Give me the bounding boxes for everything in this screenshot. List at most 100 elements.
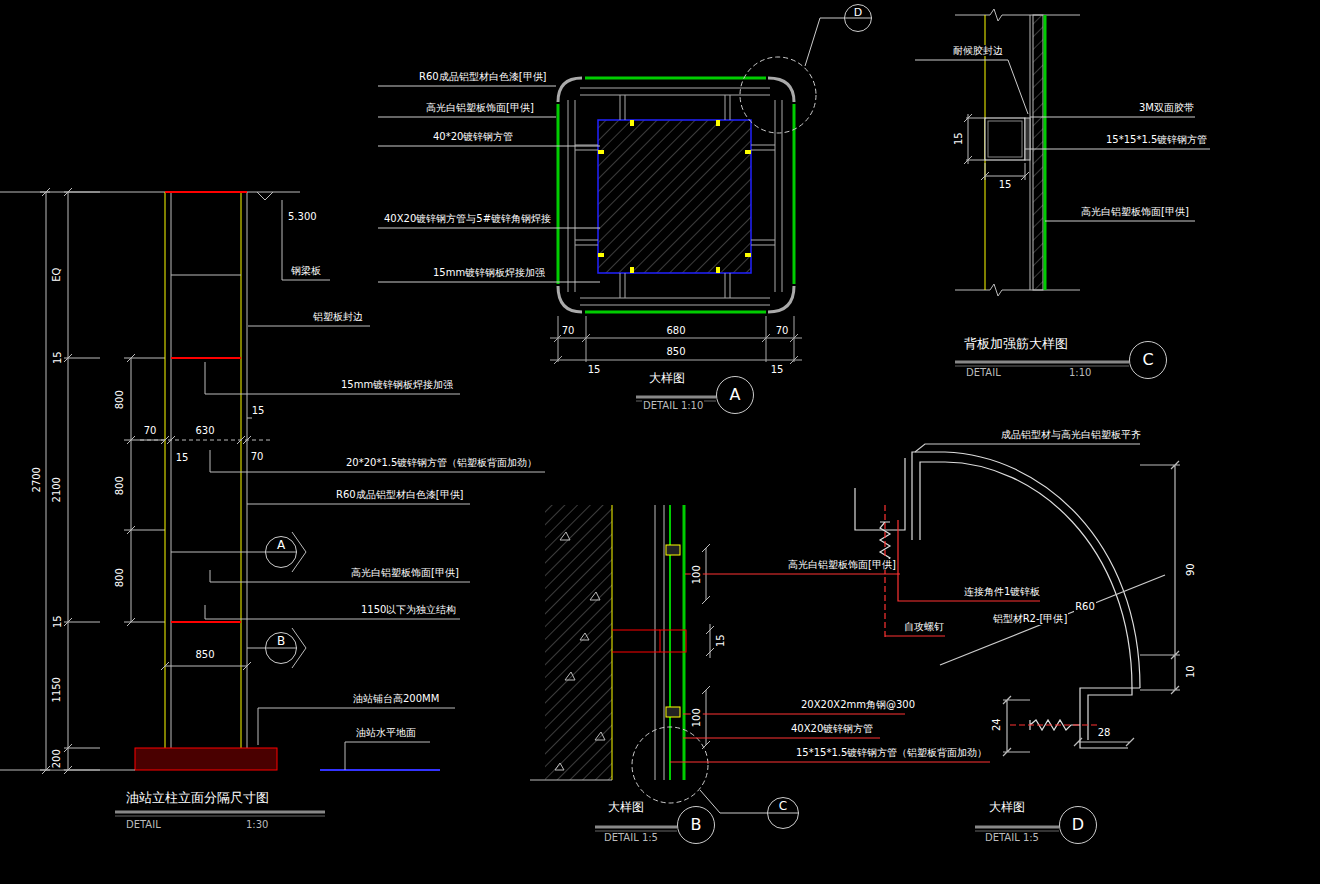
annotation-label: 高光白铝塑板饰面[甲供] <box>350 567 460 579</box>
dimension-text: 200 <box>51 748 63 769</box>
corner-profile-detail <box>884 505 885 640</box>
annotation-label: 1150以下为独立结构 <box>360 604 457 616</box>
column-elevation <box>265 532 306 572</box>
corner-profile-detail <box>855 458 905 530</box>
annotation-label: 15mm镀锌钢板焊接加强 <box>340 379 454 391</box>
annotation-label: 15mm镀锌钢板焊接加强 <box>432 267 546 279</box>
annotation-label: 1:10 <box>1068 367 1092 379</box>
column-elevation <box>171 275 265 552</box>
annotation-label: 钢梁板 <box>290 265 322 277</box>
annotation-label: 40X20镀锌钢方管 <box>790 723 874 735</box>
corner-profile-detail <box>975 826 1059 829</box>
annotation-label: 20*20*1.5镀锌钢方管（铝塑板背面加劲） <box>345 457 538 469</box>
column-plan-detail <box>716 267 720 273</box>
corner-profile-detail <box>1140 461 1180 694</box>
corner-profile-detail <box>940 575 1165 665</box>
dimension-text: 100 <box>691 564 703 585</box>
column-elevation <box>265 628 306 668</box>
annotation-label: DETAIL <box>125 819 162 831</box>
column-plan-detail <box>550 316 802 362</box>
dimension-text: 28 <box>1097 727 1112 739</box>
dimension-text: 15 <box>952 132 964 147</box>
column-plan-detail <box>558 78 794 312</box>
dimension-text: 15 <box>770 364 785 376</box>
annotation-label: 大样图 <box>988 801 1026 815</box>
wall-section-detail <box>666 707 680 717</box>
column-plan-detail <box>745 150 751 154</box>
wall-section-detail <box>666 545 680 555</box>
wall-section-detail <box>530 780 612 781</box>
column-elevation <box>210 450 545 472</box>
corner-profile-detail <box>1080 688 1140 748</box>
annotation-label: 高光白铝塑板饰面[甲供] <box>425 102 535 114</box>
annotation-label: 15*15*1.5镀锌钢方管（铝塑板背面加劲） <box>795 747 988 759</box>
wall-section-detail <box>702 544 710 749</box>
wall-section-detail <box>767 813 799 814</box>
wall-section-detail <box>664 505 665 780</box>
column-elevation <box>205 362 460 394</box>
reinforcement-detail <box>1033 15 1043 290</box>
dimension-text: 800 <box>114 389 126 410</box>
callout-letter: A <box>277 539 285 551</box>
column-plan-detail <box>598 150 604 154</box>
callout-letter: D <box>1072 817 1084 833</box>
detail-callout-circle: D <box>1059 806 1097 844</box>
dimension-text: 15 <box>51 615 63 630</box>
corner-profile-detail <box>915 444 1140 452</box>
annotation-label: 15*15*1.5镀锌钢方管 <box>1105 134 1208 146</box>
dimension-text: 850 <box>665 346 686 358</box>
wall-section-detail <box>595 826 677 829</box>
annotation-label: 成品铝型材与高光白铝塑板平齐 <box>1000 429 1142 441</box>
column-elevation <box>115 816 325 817</box>
reinforcement-detail <box>964 114 985 164</box>
dimension-text: 100 <box>691 707 703 728</box>
dimension-text: 680 <box>665 325 686 337</box>
annotation-label: 20X20X2mm角钢@300 <box>800 699 916 711</box>
annotation-label: 3M双面胶带 <box>1138 102 1195 114</box>
reinforcement-detail <box>985 118 1025 160</box>
dimension-text: 70 <box>775 325 790 337</box>
detail-callout-circle: B <box>265 632 297 664</box>
column-plan-detail <box>745 253 751 257</box>
dimension-text: 800 <box>114 475 126 496</box>
column-elevation <box>247 418 252 419</box>
column-elevation <box>257 192 273 200</box>
annotation-label: DETAIL 1:5 <box>603 832 659 844</box>
dimension-text: 2100 <box>51 476 63 503</box>
column-elevation <box>140 440 270 441</box>
column-plan-detail <box>558 78 794 312</box>
column-elevation <box>42 188 135 774</box>
annotation-label: DETAIL <box>965 367 1002 379</box>
annotation-label: 大样图 <box>607 801 645 815</box>
column-plan-detail <box>630 120 634 126</box>
corner-profile-detail <box>1003 696 1030 756</box>
column-plan-detail <box>598 120 751 273</box>
wall-section-detail <box>683 505 686 780</box>
annotation-label: R60成品铝型材白色漆[甲供] <box>335 489 464 501</box>
callout-letter: D <box>854 7 862 18</box>
wall-section-detail <box>670 574 990 762</box>
annotation-label: R60成品铝型材白色漆[甲供] <box>418 71 547 83</box>
dimension-text: 铝型材R2-[甲供] <box>992 613 1069 625</box>
annotation-label: 5.300 <box>287 211 318 223</box>
wall-section-detail <box>660 630 686 652</box>
column-elevation <box>165 192 166 748</box>
column-plan-detail <box>805 18 844 66</box>
reinforcement-detail <box>981 163 1029 180</box>
dimension-text: 15 <box>251 405 266 417</box>
column-plan-detail <box>575 95 775 298</box>
reinforcement-detail <box>915 60 1028 114</box>
column-elevation <box>258 708 455 745</box>
column-elevation <box>320 769 440 771</box>
annotation-label: 连接角件1镀锌板 <box>963 586 1041 598</box>
callout-letter: C <box>779 800 787 812</box>
callout-letter: B <box>277 635 285 647</box>
annotation-label: 耐候胶封边 <box>952 45 1004 57</box>
corner-profile-detail <box>1074 738 1134 746</box>
annotation-label: 油站铺台高200MM <box>352 693 440 705</box>
column-plan-detail <box>378 86 600 282</box>
dimension-text: 70 <box>250 451 265 463</box>
dimension-text: 800 <box>114 567 126 588</box>
column-elevation <box>40 192 100 770</box>
column-elevation <box>161 436 251 444</box>
